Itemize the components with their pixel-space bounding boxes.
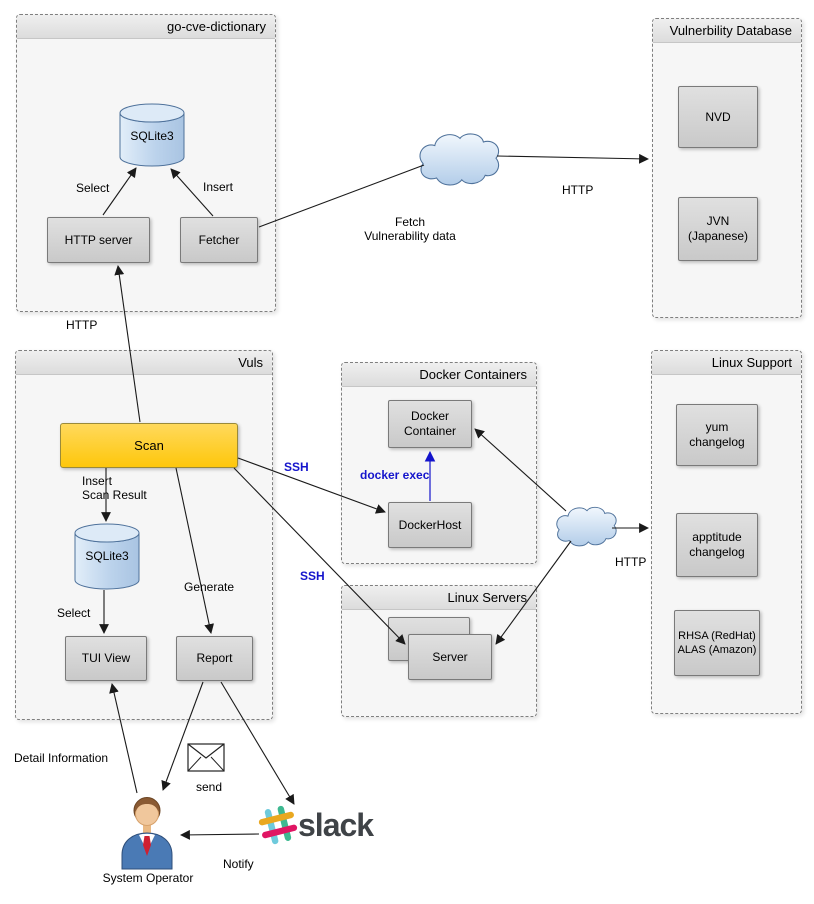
system-operator-icon (121, 797, 173, 870)
label-fetch-vulnerability-data: Fetch Vulnerability data (364, 215, 456, 243)
group-go-cve-dictionary: go-cve-dictionary (16, 14, 276, 312)
node-http-server: HTTP server (47, 217, 150, 263)
node-docker-container: Docker Container (388, 400, 472, 448)
internet-cloud2-icon (556, 506, 617, 547)
label-send: send (196, 780, 223, 794)
label-insert-scan-result: Insert Scan Result (82, 474, 147, 502)
label-generate: Generate (184, 580, 235, 594)
node-jvn: JVN (Japanese) (678, 197, 758, 261)
group-go-cve-dictionary-title: go-cve-dictionary (17, 15, 275, 39)
label-docker-exec: docker exec (360, 468, 430, 482)
node-scan: Scan (60, 423, 238, 468)
label-http-left: HTTP (66, 318, 98, 332)
node-fetcher: Fetcher (180, 217, 258, 263)
node-nvd: NVD (678, 86, 758, 148)
label-insert-cve: Insert (203, 180, 234, 194)
slack-wordmark: slack (298, 807, 374, 843)
group-docker-containers-title: Docker Containers (342, 363, 536, 387)
label-detail-information: Detail Information (14, 751, 109, 765)
node-apptitude-changelog: apptitude changelog (676, 513, 758, 577)
group-linux-support-title: Linux Support (652, 351, 801, 375)
group-vulnerability-database-title: Vulnerbility Database (653, 19, 801, 43)
slack-logo-icon (258, 805, 298, 845)
edge-slack-operator (180, 829, 260, 840)
label-system-operator: System Operator (102, 871, 194, 885)
label-http-support: HTTP (615, 555, 647, 569)
label-select-vuls: Select (57, 606, 91, 620)
label-select-cve: Select (76, 181, 110, 195)
node-rhsa-alas: RHSA (RedHat) ALAS (Amazon) (674, 610, 760, 676)
internet-cloud-icon (419, 133, 500, 186)
mail-icon (187, 743, 225, 772)
edge-cloud-vulndb (496, 153, 649, 164)
group-vulnerability-database: Vulnerbility Database (652, 18, 802, 318)
node-yum-changelog: yum changelog (676, 404, 758, 466)
node-docker-host: DockerHost (388, 502, 472, 548)
label-sqlite3-vuls: SQLite3 (85, 549, 129, 563)
label-notify: Notify (223, 857, 254, 871)
label-sqlite3-cve: SQLite3 (130, 129, 174, 143)
group-vuls-title: Vuls (16, 351, 272, 375)
node-server: Server (408, 634, 492, 680)
label-ssh-docker: SSH (284, 460, 309, 474)
group-linux-servers-title: Linux Servers (342, 586, 536, 610)
label-http-top: HTTP (562, 183, 594, 197)
node-report: Report (176, 636, 253, 681)
label-ssh-servers: SSH (300, 569, 325, 583)
node-tui-view: TUI View (65, 636, 147, 681)
